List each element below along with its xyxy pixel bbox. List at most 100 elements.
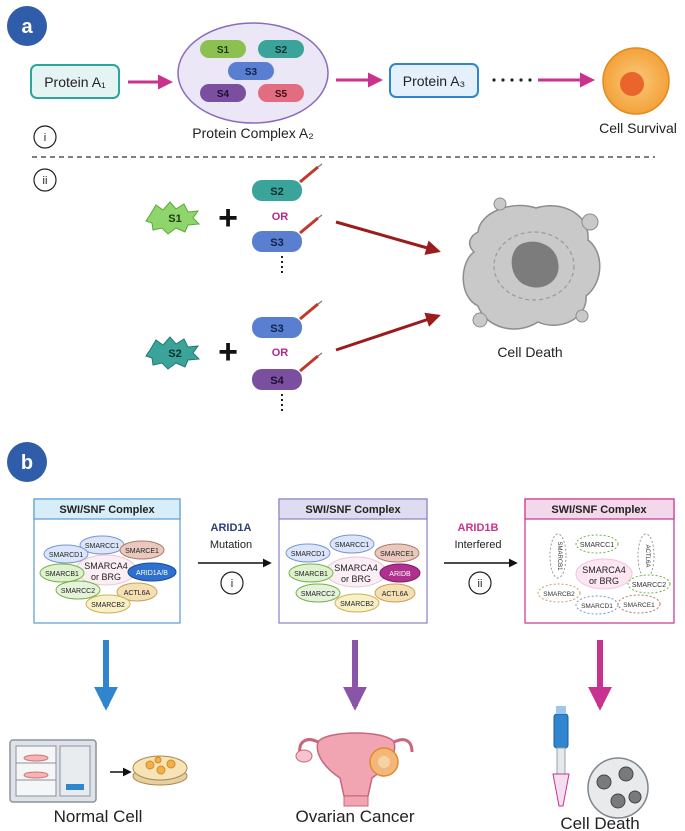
panel-b-badge: [7, 442, 47, 482]
complex-subunit-s2: S2: [258, 40, 304, 58]
s1-star-label: S1: [168, 213, 181, 225]
syringe-icon: [299, 300, 323, 321]
svg-text:S3: S3: [270, 237, 283, 249]
subunit-label: SMARCE1: [380, 551, 414, 558]
s2-star-label: S2: [168, 348, 181, 360]
cell-survival-label: Cell Survival: [599, 120, 677, 136]
petri-dish-icon: [132, 755, 188, 786]
marker-b-i: [220, 571, 244, 595]
outcome-ovarian-label: Ovarian Cancer: [295, 807, 414, 826]
svg-text:S3: S3: [270, 323, 283, 335]
subunit-label: SMARCD1: [291, 551, 325, 558]
syringe-icon: [299, 214, 323, 235]
s1-star-icon: S1: [145, 201, 201, 235]
complex-box-normal: SWI/SNF Complex SMARCC1 SMARCD1 SMARCE1 …: [33, 498, 181, 624]
dying-cell-icon: [462, 197, 601, 330]
subunit-label: ACTL6A: [644, 545, 650, 568]
plus-sign-2: +: [218, 333, 238, 371]
subunit-label: SMARCB1: [45, 571, 79, 578]
marker-b-ii: [468, 571, 492, 595]
marker-b-ii-label: ii: [478, 578, 483, 590]
subunit-label: SMARCC2: [632, 582, 666, 589]
svg-text:S1: S1: [217, 45, 230, 56]
svg-text:S3: S3: [245, 67, 258, 78]
subunit-label: ACTL6A: [124, 590, 151, 597]
center-label-2: or BRG: [341, 574, 371, 584]
ellipsis-dots: [492, 78, 532, 82]
outcome-normal-label: Normal Cell: [54, 807, 143, 826]
subunit-label: ARID1A/B: [136, 570, 168, 577]
subunit-label: SMARCE1: [125, 548, 159, 555]
uterus-icon: [295, 732, 414, 807]
incubator-icon: [9, 739, 97, 803]
complex-subunit-s1: S1: [200, 40, 246, 58]
complex-subunit-s4: S4: [200, 84, 246, 102]
svg-text:S2: S2: [275, 45, 288, 56]
marker-i: [33, 125, 57, 149]
subunit-label: SMARCD1: [49, 552, 83, 559]
center-label-2: or BRG: [91, 572, 121, 582]
center-label: SMARCA4: [582, 565, 626, 575]
svg-text:S5: S5: [275, 89, 288, 100]
syringe-icon: [299, 352, 323, 373]
subunit-label: SMARCC1: [335, 542, 369, 549]
center-label-2: or BRG: [589, 576, 619, 586]
marker-i-label: i: [44, 132, 46, 144]
arrow-i-top-label: ARID1A: [211, 522, 252, 534]
svg-text:S2: S2: [270, 186, 283, 198]
panel-a: a Protein A₁ S1 S2 S3 S4 S5 Protein Comp…: [7, 6, 677, 413]
complex-title-3: SWI/SNF Complex: [551, 504, 647, 516]
panel-a-badge: [7, 6, 47, 46]
subunit-label: SMARCC1: [580, 542, 614, 549]
cell-death-label-a: Cell Death: [497, 344, 562, 360]
subunit-label: SMARCB2: [340, 601, 374, 608]
complex-title-2: SWI/SNF Complex: [305, 504, 401, 516]
complex-box-ovarian: SWI/SNF Complex SMARCC1 SMARCD1 SMARCE1 …: [278, 498, 428, 624]
subunit-label: SMARCC2: [61, 588, 95, 595]
complex-subunit-s3: S3: [228, 62, 274, 80]
marker-ii: [33, 168, 57, 192]
g2-bottom-subunit: S4: [252, 369, 302, 390]
s2-star-icon: S2: [145, 336, 201, 370]
arrow-g1-to-death: [335, 220, 441, 255]
center-label: SMARCA4: [84, 561, 128, 571]
subunit-label: ARIDB: [389, 571, 411, 578]
panel-b: b SWI/SNF Complex SMARCC1 SMARCD1 SMARCE…: [7, 442, 675, 831]
panel-b-badge-label: b: [21, 452, 33, 474]
protein-complex-label: Protein Complex A₂: [192, 125, 313, 141]
subunit-label: SMARCB2: [543, 591, 575, 598]
complex-subunit-s5: S5: [258, 84, 304, 102]
subunit-label: SMARCB2: [91, 602, 125, 609]
marker-b-i-label: i: [231, 578, 233, 590]
subunit-label: SMARCC2: [301, 591, 335, 598]
subunit-label: ACTL6A: [382, 591, 409, 598]
protein-a1-label: Protein A₁: [44, 74, 106, 90]
or-label-2: OR: [272, 347, 289, 359]
svg-text:S4: S4: [217, 89, 230, 100]
outcome-death-label: Cell Death: [560, 814, 639, 831]
subunit-label: SMARCC1: [85, 543, 119, 550]
marker-ii-label: ii: [43, 175, 48, 187]
protein-a3-box: [389, 63, 479, 98]
magnified-dead-cells-icon: [587, 757, 649, 819]
g2-top-subunit: S3: [252, 317, 302, 338]
surviving-cell-icon: [602, 47, 670, 115]
protein-a3-label: Protein A₃: [403, 73, 466, 89]
complex-title-1: SWI/SNF Complex: [59, 504, 155, 516]
subunit-label: SMARCB1: [556, 541, 562, 571]
svg-text:S4: S4: [270, 375, 284, 387]
g1-top-subunit: S2: [252, 180, 302, 201]
arrow-g2-to-death: [335, 312, 441, 352]
arrow-i-bottom-label: Mutation: [210, 539, 252, 551]
plus-sign-1: +: [218, 199, 238, 237]
protein-a1-box: [30, 64, 120, 99]
complex-box-death: SWI/SNF Complex SMARCB1 SMARCC1 ACTL6A S…: [524, 498, 675, 624]
subunit-label: SMARCE1: [623, 602, 655, 609]
arrow-ii-bottom-label: Interfered: [454, 539, 501, 551]
g1-bottom-subunit: S3: [252, 231, 302, 252]
syringe-icon: [299, 163, 323, 184]
or-label-1: OR: [272, 211, 289, 223]
arrow-ii-top-label: ARID1B: [458, 522, 499, 534]
subunit-label: SMARCD1: [581, 603, 613, 610]
